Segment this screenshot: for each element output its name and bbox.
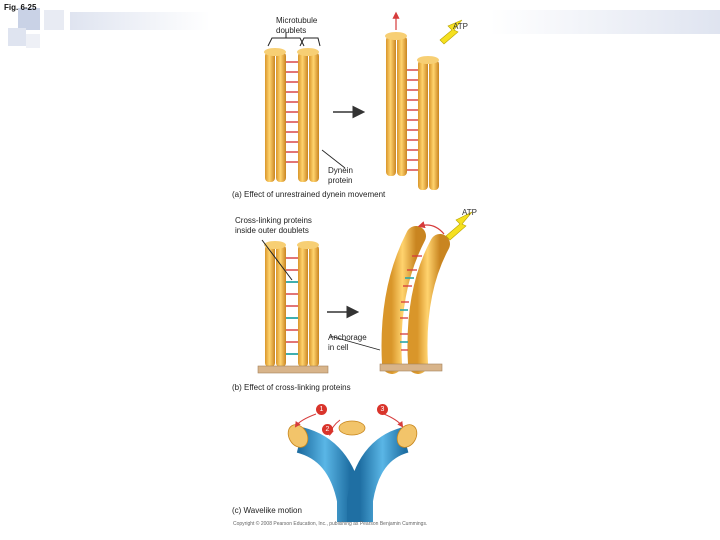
crosslink-pointer	[261, 239, 293, 281]
panel-b-left-doublets	[257, 241, 329, 374]
cross-linking-label: Cross-linking proteins inside outer doub…	[235, 216, 312, 235]
corner-decoration-right	[490, 10, 720, 34]
panel-a-left-doublets	[264, 32, 321, 182]
panel-b-bent-doublets	[379, 211, 473, 374]
dynein-protein-label: Dynein protein	[328, 166, 353, 185]
dynein-pointer	[321, 149, 346, 169]
panel-a-caption: (a) Effect of unrestrained dynein moveme…	[232, 190, 386, 199]
step-1-badge: 1	[316, 404, 327, 415]
microtubule-doublets-label: Microtubule doublets	[276, 16, 318, 35]
corner-decoration-left	[0, 0, 230, 70]
step-2-badge: 2	[322, 424, 333, 435]
anchorage-label: Anchorage in cell	[328, 333, 367, 352]
panel-c-cilia	[287, 413, 418, 522]
figure-id: Fig. 6-25	[4, 3, 37, 12]
atp-label-b: ATP	[462, 208, 477, 217]
panel-c-caption: (c) Wavelike motion	[232, 506, 302, 515]
panel-a-right-doublets	[385, 11, 463, 190]
atp-label-a: ATP	[453, 22, 468, 31]
step-3-badge: 3	[377, 404, 388, 415]
copyright-notice: Copyright © 2008 Pearson Education, Inc.…	[233, 521, 428, 527]
anchorage-pointer	[329, 335, 381, 351]
panel-b-caption: (b) Effect of cross-linking proteins	[232, 383, 351, 392]
